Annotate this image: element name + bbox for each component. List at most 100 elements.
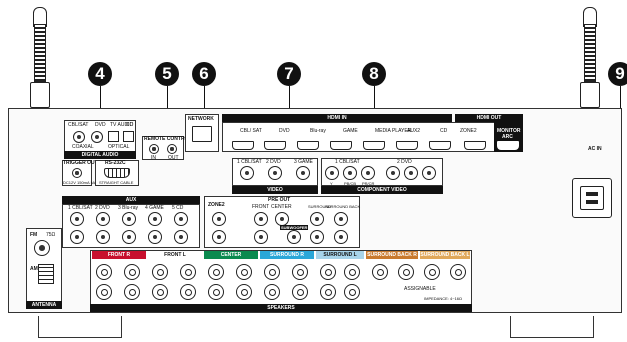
component-1-pr[interactable] [361, 166, 375, 180]
hdmi-port-3[interactable] [297, 141, 319, 150]
speaker-terminal-surround-l-4[interactable] [344, 284, 360, 300]
video-jack-3[interactable] [296, 166, 310, 180]
coaxial-jack-1[interactable] [73, 131, 85, 143]
component-2-y[interactable] [386, 166, 400, 180]
speaker-terminal-surround-r-3[interactable] [264, 284, 280, 300]
speaker-terminal-center-1[interactable] [208, 264, 224, 280]
video-jack-2[interactable] [268, 166, 282, 180]
optical-jack-1[interactable] [108, 131, 119, 142]
trigger-out-jack[interactable] [72, 168, 82, 178]
remote-out-jack[interactable] [167, 144, 177, 154]
speaker-terminal-front-l-1[interactable] [152, 264, 168, 280]
hdmi-port-6[interactable] [396, 141, 418, 150]
component-video-header: COMPONENT VIDEO [321, 186, 443, 194]
remote-out-label: OUT [168, 155, 179, 161]
speaker-front-r-name: FRONT [107, 252, 126, 258]
aux-4-l[interactable] [148, 212, 162, 226]
speaker-surround-back-r-name: SURROUND BACK [367, 252, 412, 258]
hdmi-port-4[interactable] [330, 141, 352, 150]
aux-3-r[interactable] [122, 230, 136, 244]
hdmi-port-7[interactable] [429, 141, 451, 150]
speaker-terminal-front-l-4[interactable] [180, 284, 196, 300]
aux-5-r[interactable] [174, 230, 188, 244]
pre-out-surround-l[interactable] [310, 212, 324, 226]
speaker-terminal-center-2[interactable] [236, 264, 252, 280]
pre-out-center[interactable] [275, 212, 289, 226]
speaker-terminal-front-r-2[interactable] [124, 264, 140, 280]
pre-out-subwoofer-1[interactable] [287, 230, 301, 244]
speaker-terminal-front-l-3[interactable] [152, 284, 168, 300]
fm-antenna-jack[interactable] [34, 240, 50, 256]
callout-4-leader [100, 86, 101, 112]
speaker-surround-back-l-name: SURROUND BACK [420, 252, 466, 258]
speaker-terminal-surround-back-l-1[interactable] [424, 264, 440, 280]
component-2-pb[interactable] [404, 166, 418, 180]
am-antenna-terminal[interactable] [38, 264, 54, 284]
speaker-group-surround-back-r-name: SURROUND BACK R [366, 251, 418, 259]
pre-out-front-l[interactable] [254, 212, 268, 226]
pre-out-surround-back-l[interactable] [334, 212, 348, 226]
speaker-terminal-front-r-1[interactable] [96, 264, 112, 280]
optical-jack-2[interactable] [123, 131, 134, 142]
speaker-terminal-surround-l-3[interactable] [320, 284, 336, 300]
speaker-terminal-surround-back-l-2[interactable] [450, 264, 466, 280]
component-1-y[interactable] [325, 166, 339, 180]
antenna-label: ANTENNA [26, 301, 62, 309]
speaker-terminal-front-l-2[interactable] [180, 264, 196, 280]
video-header: VIDEO [232, 186, 318, 194]
pre-out-surround-label: SURROUND [308, 204, 332, 209]
video-input-1-label: 1 CBL/SAT [237, 159, 262, 165]
hdmi-port-2[interactable] [264, 141, 286, 150]
component-channel-pr: PR/CR [362, 181, 375, 186]
hdmi-monitor-port[interactable] [497, 141, 519, 150]
pre-out-surround-back-r[interactable] [334, 230, 348, 244]
speaker-terminal-surround-l-2[interactable] [344, 264, 360, 280]
remote-in-label: IN [151, 155, 156, 161]
pre-out-surround-r[interactable] [310, 230, 324, 244]
speaker-terminal-surround-r-2[interactable] [292, 264, 308, 280]
speakers-assignable-label: ASSIGNABLE [404, 286, 436, 292]
speaker-terminal-surround-l-1[interactable] [320, 264, 336, 280]
left-antenna-base [30, 82, 50, 108]
aux-4-r[interactable] [148, 230, 162, 244]
aux-2-l[interactable] [96, 212, 110, 226]
component-input-1-label: 1 CBL/SAT [335, 159, 360, 165]
speaker-surround-r-side: R [300, 252, 304, 258]
hdmi-monitor-label: MONITOR [497, 128, 521, 134]
speaker-terminal-center-3[interactable] [208, 284, 224, 300]
network-port[interactable] [192, 126, 212, 142]
speaker-terminal-surround-back-r-1[interactable] [372, 264, 388, 280]
pre-out-zone2-l[interactable] [212, 212, 226, 226]
aux-5-l[interactable] [174, 212, 188, 226]
component-1-pb[interactable] [343, 166, 357, 180]
speaker-terminal-front-r-3[interactable] [96, 284, 112, 300]
hdmi-port-5[interactable] [363, 141, 385, 150]
speaker-terminal-center-4[interactable] [236, 284, 252, 300]
aux-input-1-label: 1 CBL/SAT [68, 205, 93, 211]
pre-out-zone2-r[interactable] [212, 230, 226, 244]
coaxial-jack-2[interactable] [91, 131, 103, 143]
video-jack-1[interactable] [240, 166, 254, 180]
pre-out-surround-back-label: SURROUND BACK [325, 204, 361, 209]
rs232c-port[interactable] [104, 168, 130, 178]
aux-3-l[interactable] [122, 212, 136, 226]
callout-8-leader [374, 86, 375, 120]
hdmi-input-6-label: AUX2 [407, 128, 421, 134]
hdmi-zone2-port[interactable] [464, 141, 486, 150]
coaxial-label: COAXIAL [72, 144, 94, 150]
left-foot [38, 316, 122, 338]
speaker-terminal-surround-r-4[interactable] [292, 284, 308, 300]
aux-input-4-label: 4 GAME [145, 205, 164, 211]
speaker-terminal-front-r-4[interactable] [124, 284, 140, 300]
speaker-terminal-surround-back-r-2[interactable] [398, 264, 414, 280]
speaker-surround-r-name: SURROUND [270, 252, 299, 258]
component-2-pr[interactable] [422, 166, 436, 180]
hdmi-port-1[interactable] [232, 141, 254, 150]
aux-1-l[interactable] [70, 212, 84, 226]
right-antenna-base [580, 82, 600, 108]
speaker-terminal-surround-r-1[interactable] [264, 264, 280, 280]
aux-1-r[interactable] [70, 230, 84, 244]
remote-in-jack[interactable] [149, 144, 159, 154]
aux-2-r[interactable] [96, 230, 110, 244]
pre-out-front-r[interactable] [254, 230, 268, 244]
